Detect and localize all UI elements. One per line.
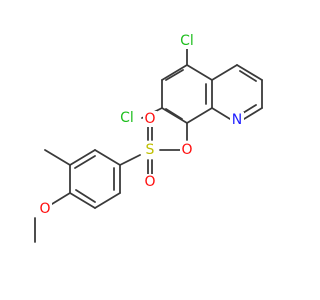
double-bond-inner xyxy=(239,70,257,82)
bond-methyl xyxy=(44,149,71,166)
double-bond-inner xyxy=(242,104,257,114)
quinoline-pyridine-ring xyxy=(211,64,263,120)
atom-labels: Cl Cl N O S O O O xyxy=(38,33,244,217)
quinoline-benzo-ring xyxy=(161,64,213,124)
bond xyxy=(211,64,238,81)
bond xyxy=(186,107,213,124)
chlorine-label-c7: Cl xyxy=(120,110,134,126)
bond xyxy=(69,149,96,166)
bond xyxy=(236,64,263,81)
bond xyxy=(243,107,263,120)
double-bond-inner xyxy=(75,189,96,203)
sulfonyl-oxygen-bottom-label: O xyxy=(144,174,155,190)
double-bond-inner xyxy=(165,69,184,81)
bond xyxy=(161,64,188,81)
nitrogen-label: N xyxy=(232,112,242,128)
bond-s-aryl xyxy=(119,154,141,166)
chlorine-label-c5: Cl xyxy=(180,33,194,49)
bond xyxy=(186,64,213,81)
double-bond-inner xyxy=(74,155,96,169)
molecule-structure: Cl Cl N O S O O O xyxy=(34,33,263,243)
bond xyxy=(94,192,121,209)
bond xyxy=(161,107,188,124)
bond xyxy=(211,107,231,120)
bond-c-o-ether xyxy=(51,192,71,205)
double-bond-inner xyxy=(165,108,183,120)
bond xyxy=(69,192,96,209)
methoxytoluene-ring xyxy=(69,149,121,209)
bond xyxy=(94,149,121,166)
ether-oxygen-label: O xyxy=(39,201,50,217)
sulfur-label: S xyxy=(146,142,155,158)
ester-oxygen-label: O xyxy=(181,142,192,158)
sulfonyl-oxygen-top-label: O xyxy=(144,111,155,127)
